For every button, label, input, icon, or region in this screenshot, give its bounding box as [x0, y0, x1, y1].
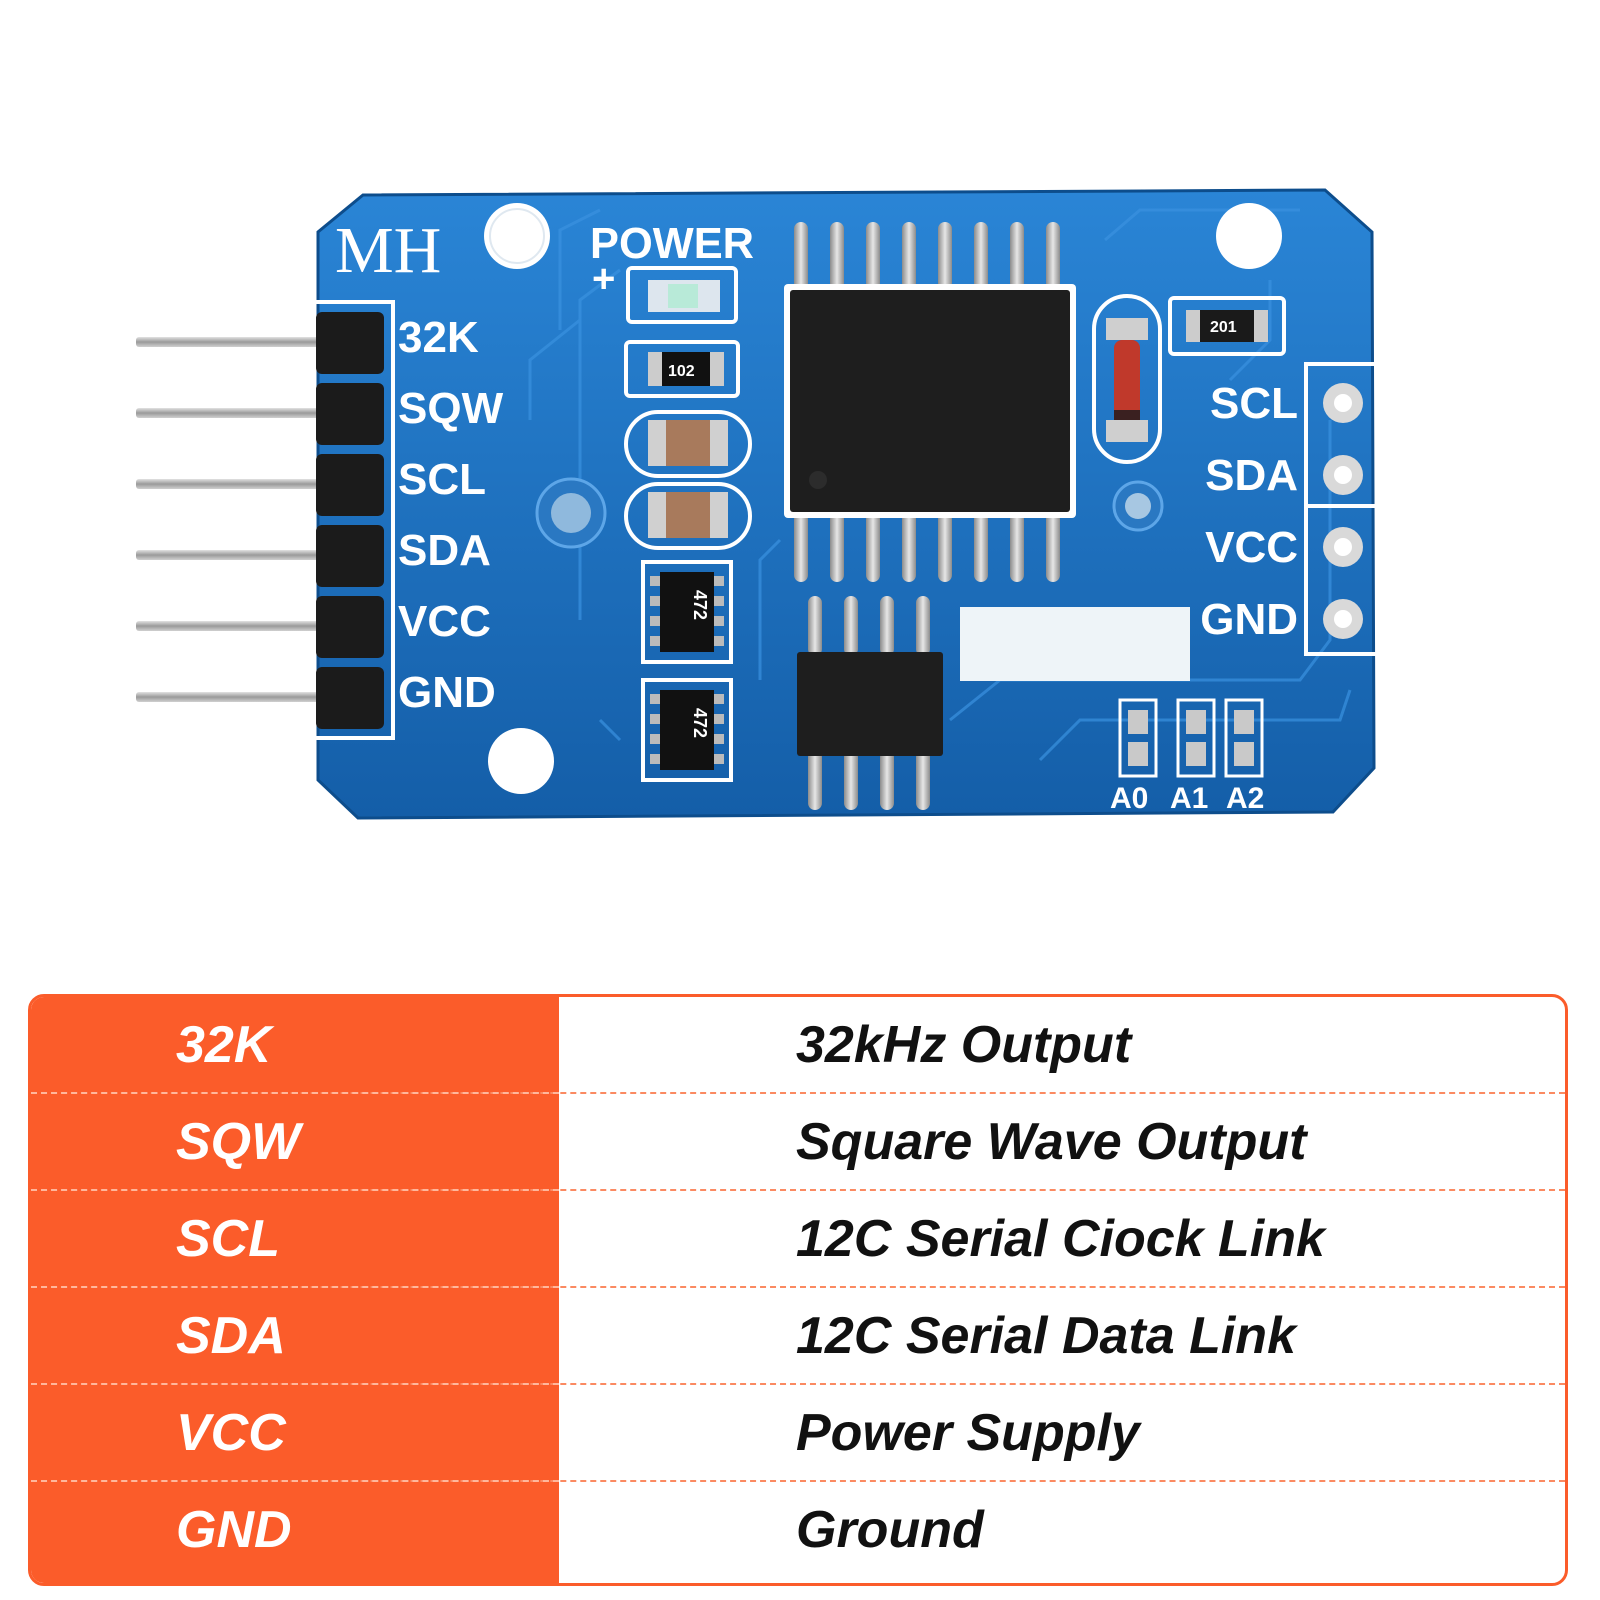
- row-divider: [31, 1383, 559, 1385]
- pin-name: SQW: [176, 1113, 301, 1171]
- address-jumpers: [1118, 698, 1264, 778]
- right-pin-label-scl: SCL: [1210, 379, 1298, 428]
- right-pin-label-vcc: VCC: [1205, 523, 1298, 572]
- right-pin-label-gnd: GND: [1200, 595, 1298, 644]
- right-pin-label-sda: SDA: [1205, 451, 1298, 500]
- pin-description: Power Supply: [796, 1404, 1140, 1462]
- row-divider: [31, 1189, 1565, 1191]
- pin-description: Square Wave Output: [796, 1113, 1307, 1171]
- table-row: SQW Square Wave Output: [31, 1094, 1565, 1191]
- jumper-label-a1: A1: [1170, 782, 1208, 815]
- pin-name: GND: [176, 1501, 292, 1559]
- blank-label-area: [960, 607, 1190, 681]
- row-divider: [31, 1383, 1565, 1385]
- table-row: 32K 32kHz Output: [31, 997, 1565, 1094]
- diode: [1092, 294, 1162, 464]
- mounting-holes: [484, 203, 1282, 794]
- right-pin-header: [1304, 362, 1382, 656]
- pin-name-column: [31, 997, 559, 1583]
- rtc-module-board: MH POWER + 102 472: [136, 188, 1382, 820]
- eeprom-chip: [797, 596, 943, 810]
- left-pin-label-gnd: GND: [398, 668, 496, 717]
- table-row: VCC Power Supply: [31, 1385, 1565, 1482]
- left-pin-header: [136, 300, 395, 740]
- jumper-label-a2: A2: [1226, 782, 1264, 815]
- svg-text:472: 472: [690, 590, 710, 620]
- svg-text:472: 472: [690, 708, 710, 738]
- vias: [535, 477, 1164, 549]
- capacitors: [624, 410, 752, 550]
- row-divider: [31, 1286, 559, 1288]
- pin-description: 12C Serial Data Link: [796, 1307, 1296, 1365]
- brand-logo: MH: [335, 214, 441, 287]
- left-pin-label-sqw: SQW: [398, 384, 504, 433]
- left-pin-label-vcc: VCC: [398, 597, 491, 646]
- resistor-102: 102: [624, 340, 740, 398]
- row-divider: [31, 1092, 559, 1094]
- table-row: GND Ground: [31, 1482, 1565, 1579]
- left-pin-label-32k: 32K: [398, 313, 479, 362]
- resistor-201: 201: [1168, 296, 1286, 356]
- rtc-chip: [784, 222, 1076, 582]
- left-pin-label-scl: SCL: [398, 455, 486, 504]
- jumper-label-a0: A0: [1110, 782, 1148, 815]
- pin-name: SCL: [176, 1210, 280, 1268]
- pin-description: Ground: [796, 1501, 984, 1559]
- pin-description-table: 32K 32kHz Output SQW Square Wave Output …: [28, 994, 1568, 1586]
- power-plus-sign: +: [592, 257, 615, 301]
- pin-name: SDA: [176, 1307, 286, 1365]
- table-row: SDA 12C Serial Data Link: [31, 1288, 1565, 1385]
- pin-name: 32K: [176, 1016, 272, 1074]
- resistor-networks: 472 472: [641, 560, 733, 782]
- power-led: [626, 266, 738, 324]
- svg-text:201: 201: [1210, 319, 1237, 336]
- pin-description: 32kHz Output: [796, 1016, 1132, 1074]
- row-divider: [31, 1286, 1565, 1288]
- pin-name: VCC: [176, 1404, 286, 1462]
- row-divider: [31, 1480, 1565, 1482]
- pin-description: 12C Serial Ciock Link: [796, 1210, 1325, 1268]
- left-pin-label-sda: SDA: [398, 526, 491, 575]
- row-divider: [31, 1480, 559, 1482]
- table-row: SCL 12C Serial Ciock Link: [31, 1191, 1565, 1288]
- row-divider: [31, 1189, 559, 1191]
- power-label: POWER: [590, 219, 754, 268]
- svg-text:102: 102: [668, 363, 695, 380]
- row-divider: [31, 1092, 1565, 1094]
